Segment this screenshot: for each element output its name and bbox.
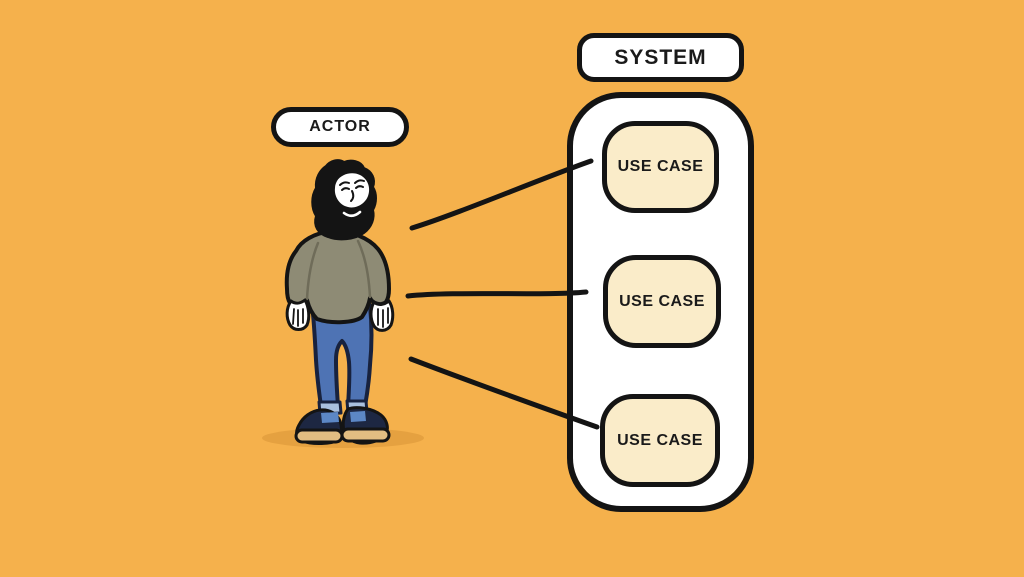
actor-sweater [284, 228, 391, 325]
actor-shadow [262, 428, 424, 448]
actor-left-sole [294, 428, 344, 444]
actor-right-eye [355, 185, 364, 189]
use-case-node-1: USE CASE [602, 121, 719, 213]
actor-left-shoe-panel [321, 412, 339, 423]
actor-left-eye [341, 187, 350, 191]
actor-left-cuff [317, 400, 343, 416]
actor-left-eyebrow [339, 181, 350, 186]
use-case-label: USE CASE [617, 431, 703, 449]
use-case-label: USE CASE [619, 292, 705, 310]
actor-right-eyebrow [354, 179, 365, 184]
actor-right-hand [369, 299, 395, 332]
actor-head [311, 159, 377, 241]
actor-left-hand [285, 298, 311, 331]
use-case-node-2: USE CASE [603, 255, 721, 348]
actor-left-fingers [292, 308, 304, 327]
actor-illustration [284, 159, 395, 445]
actor-label-text: ACTOR [309, 118, 371, 135]
actor-jeans [310, 303, 374, 408]
actor-right-shoe-panel [350, 411, 366, 422]
actor-left-shoe [295, 408, 343, 445]
actor-smile [342, 210, 362, 218]
actor-nose [350, 190, 355, 202]
actor-right-fingers [377, 307, 389, 328]
actor-sweater-left-seam [305, 241, 320, 301]
system-label-text: SYSTEM [614, 45, 707, 69]
actor-sweater-collar [322, 232, 358, 241]
connection-line-2 [405, 289, 589, 299]
actor-sweater-right-seam [356, 239, 372, 299]
actor-right-cuff [345, 399, 369, 415]
actor-right-shoe [341, 406, 389, 445]
actor-label: ACTOR [271, 107, 409, 147]
system-label: SYSTEM [577, 33, 744, 82]
actor-right-sole [340, 427, 391, 443]
connection-line-1 [409, 158, 594, 231]
use-case-label: USE CASE [617, 158, 704, 175]
use-case-node-3: USE CASE [600, 394, 720, 487]
actor-face [334, 173, 370, 208]
